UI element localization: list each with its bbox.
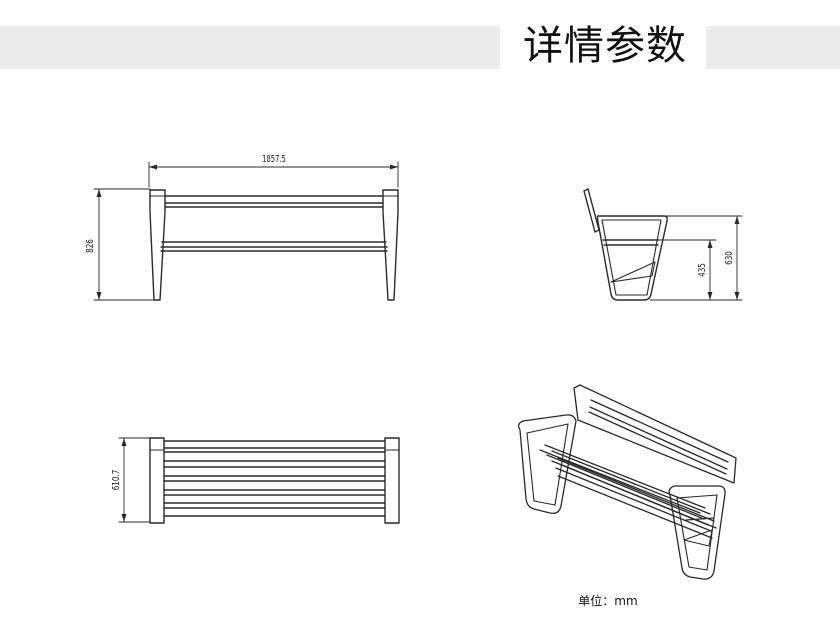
side-view: 435 630 — [583, 188, 743, 301]
unit-label: 单位：mm — [578, 594, 638, 608]
side-total-height-label: 630 — [724, 251, 735, 265]
top-view: 610.7 — [111, 437, 400, 524]
header-band-left — [0, 26, 500, 69]
isometric-view — [517, 384, 737, 580]
front-width-label: 1857.5 — [262, 154, 286, 165]
header-band-right — [706, 26, 840, 69]
top-depth-label: 610.7 — [111, 470, 122, 491]
side-seat-height-label: 435 — [697, 263, 708, 277]
front-view: 1857.5 826 — [85, 154, 399, 301]
page-title: 详情参数 — [523, 23, 687, 69]
front-height-label: 826 — [85, 239, 96, 253]
